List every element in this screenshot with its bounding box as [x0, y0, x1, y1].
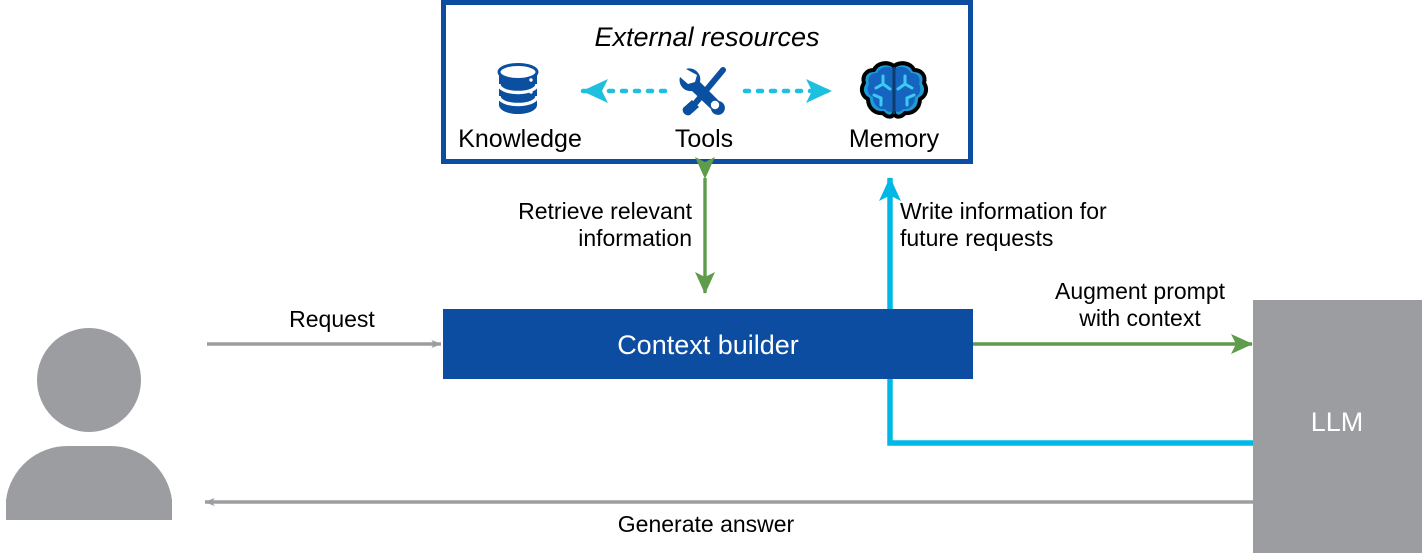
- knowledge-label: Knowledge: [458, 125, 582, 153]
- external-resources-title: External resources: [594, 22, 820, 52]
- write-edge-label: Write information for future requests: [900, 198, 1107, 252]
- llm-box[interactable]: [1253, 300, 1422, 553]
- write-path: [879, 177, 1253, 446]
- user-avatar: [6, 328, 172, 520]
- retrieve-edge-label: Retrieve relevant information: [518, 198, 692, 252]
- generate-answer-edge-label: Generate answer: [617, 511, 795, 537]
- context-builder-box[interactable]: [443, 309, 973, 379]
- context-builder-label: Context builder: [617, 330, 799, 360]
- database-icon: [497, 63, 539, 114]
- augment-edge-label: Augment prompt with context: [1054, 278, 1226, 332]
- llm-label: LLM: [1310, 407, 1364, 437]
- tools-icon: [679, 67, 726, 116]
- memory-label: Memory: [848, 125, 940, 153]
- brain-icon: [859, 61, 929, 119]
- tools-label: Tools: [674, 125, 734, 153]
- request-edge-label: Request: [289, 306, 375, 332]
